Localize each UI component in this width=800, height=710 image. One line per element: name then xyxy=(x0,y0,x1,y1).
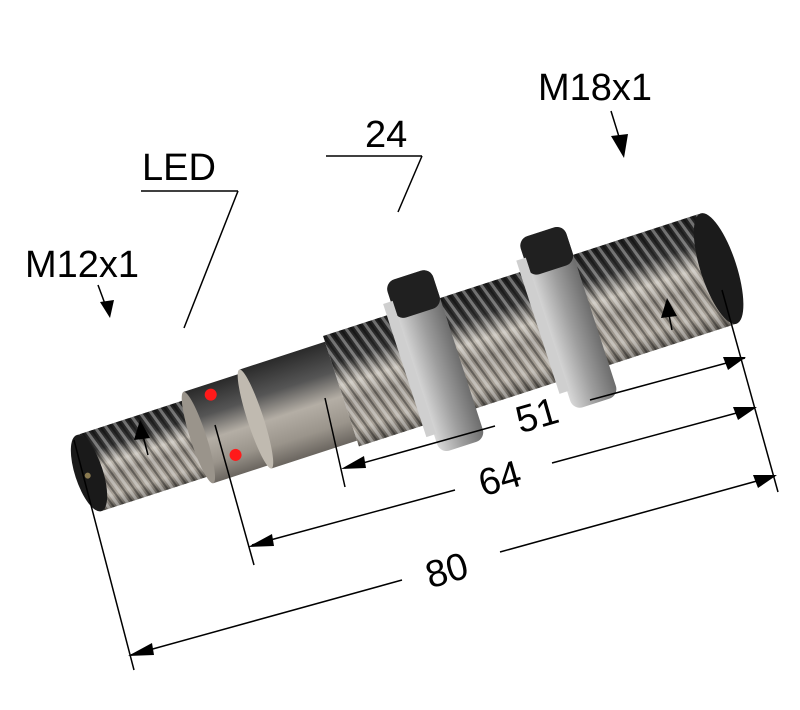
led-indicator-top xyxy=(204,388,217,401)
label-nut-size: 24 xyxy=(326,114,423,213)
smooth-housing xyxy=(237,341,358,469)
svg-text:51: 51 xyxy=(511,390,563,442)
led-indicator-bottom xyxy=(229,448,242,461)
sensor-body xyxy=(70,213,744,512)
hex-nut-1 xyxy=(383,270,484,452)
svg-text:LED: LED xyxy=(142,147,216,189)
svg-text:M12x1: M12x1 xyxy=(25,244,139,286)
svg-text:80: 80 xyxy=(421,545,473,597)
label-led: LED xyxy=(141,147,239,329)
label-m18: M18x1 xyxy=(538,67,677,331)
dimension-80: 80 xyxy=(128,475,777,656)
m12-connector xyxy=(70,399,211,512)
svg-text:M18x1: M18x1 xyxy=(538,67,652,109)
extension-lines xyxy=(73,289,779,671)
hex-nut-2 xyxy=(516,226,617,408)
svg-text:24: 24 xyxy=(365,114,407,156)
label-m12: M12x1 xyxy=(25,244,150,456)
svg-text:64: 64 xyxy=(474,453,526,505)
